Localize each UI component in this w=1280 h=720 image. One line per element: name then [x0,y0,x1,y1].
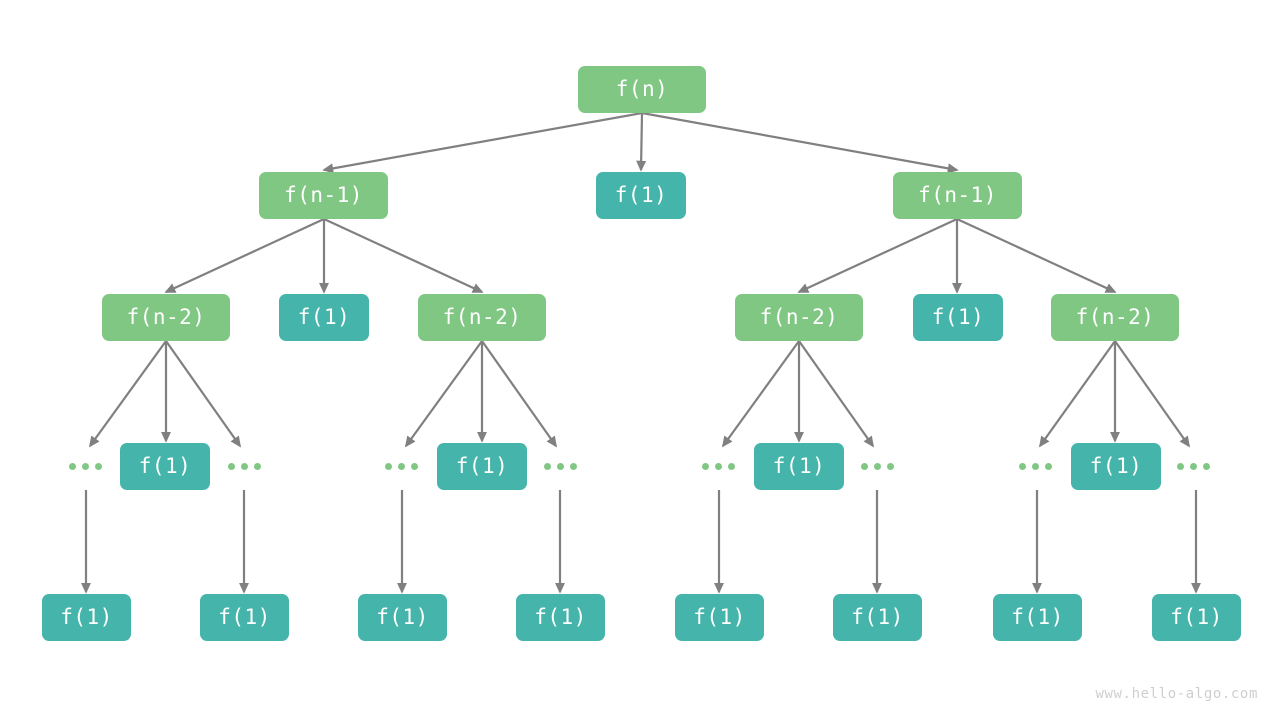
ellipsis-dot [569,462,577,470]
tree-node-n15[interactable]: f(1) [200,594,289,641]
ellipsis-dot [701,462,709,470]
tree-node-label: f(1) [1170,605,1223,629]
tree-node-label: f(1) [376,605,429,629]
tree-edge [164,218,325,293]
tree-node-n8[interactable]: f(1) [913,294,1003,341]
ellipsis-marker-e2: ... [378,456,424,476]
tree-node-label: f(n-1) [284,183,363,207]
tree-node-label: f(n) [615,77,669,101]
tree-node-n7[interactable]: f(n-2) [735,294,863,341]
tree-node-label: f(1) [614,183,668,207]
ellipsis-dot [397,462,405,470]
ellipsis-dot [384,462,392,470]
tree-edge [1114,340,1191,448]
ellipsis-dot [714,462,722,470]
tree-node-n10[interactable]: f(1) [120,443,210,490]
tree-node-label: f(1) [693,605,746,629]
ellipsis-dot [873,462,881,470]
ellipsis-dot [240,462,248,470]
tree-node-n9[interactable]: f(n-2) [1051,294,1179,341]
ellipsis-marker-e1: ... [221,456,267,476]
ellipsis-dot [81,462,89,470]
tree-node-n13[interactable]: f(1) [1071,443,1161,490]
tree-node-n2[interactable]: f(1) [596,172,686,219]
tree-node-label: f(n-1) [918,183,997,207]
ellipsis-dot [1044,462,1052,470]
tree-edge [481,340,558,448]
tree-node-label: f(1) [60,605,113,629]
tree-node-label: f(n-2) [126,305,206,329]
tree-node-label: f(1) [772,454,826,478]
tree-node-label: f(n-2) [1075,305,1155,329]
ellipsis-dot [1189,462,1197,470]
ellipsis-dot [860,462,868,470]
tree-edge [798,340,875,448]
tree-node-label: f(1) [851,605,904,629]
ellipsis-dot [410,462,418,470]
tree-node-label: f(1) [931,305,985,329]
ellipsis-dot [543,462,551,470]
tree-node-n17[interactable]: f(1) [516,594,605,641]
ellipsis-marker-e3: ... [537,456,583,476]
tree-node-n5[interactable]: f(1) [279,294,369,341]
tree-node-label: f(1) [534,605,587,629]
tree-node-label: f(n-2) [442,305,522,329]
ellipsis-marker-e4: ... [695,456,741,476]
tree-node-label: f(1) [138,454,192,478]
watermark: www.hello-algo.com [1095,686,1258,702]
tree-edge [641,111,959,174]
tree-edge [956,218,1117,293]
tree-node-label: f(1) [1089,454,1143,478]
ellipsis-marker-e0: ... [62,456,108,476]
ellipsis-dot [1202,462,1210,470]
tree-node-label: f(1) [1011,605,1064,629]
tree-edge [721,340,800,448]
ellipsis-marker-e6: ... [1012,456,1058,476]
ellipsis-marker-e5: ... [854,456,900,476]
tree-node-n14[interactable]: f(1) [42,594,131,641]
tree-node-n12[interactable]: f(1) [754,443,844,490]
tree-node-label: f(1) [218,605,271,629]
ellipsis-dot [1031,462,1039,470]
tree-node-n6[interactable]: f(n-2) [418,294,546,341]
tree-node-n19[interactable]: f(1) [833,594,922,641]
tree-node-n16[interactable]: f(1) [358,594,447,641]
ellipsis-dot [1018,462,1026,470]
ellipsis-dot [1176,462,1184,470]
tree-edge [322,111,643,174]
tree-node-label: f(1) [455,454,509,478]
ellipsis-dot [727,462,735,470]
tree-node-n0[interactable]: f(n) [578,66,706,113]
tree-node-n1[interactable]: f(n-1) [259,172,388,219]
tree-node-label: f(n-2) [759,305,839,329]
tree-node-n11[interactable]: f(1) [437,443,527,490]
ellipsis-dot [68,462,76,470]
ellipsis-dot [886,462,894,470]
tree-node-n3[interactable]: f(n-1) [893,172,1022,219]
tree-node-n21[interactable]: f(1) [1152,594,1241,641]
tree-edge [797,218,958,293]
tree-edge [323,218,484,293]
tree-edge [404,340,483,448]
ellipsis-dot [227,462,235,470]
tree-node-n4[interactable]: f(n-2) [102,294,230,341]
tree-edge [1038,340,1116,448]
tree-node-n18[interactable]: f(1) [675,594,764,641]
tree-node-n20[interactable]: f(1) [993,594,1082,641]
tree-edge [165,340,242,448]
tree-edge [636,112,647,172]
tree-node-label: f(1) [297,305,351,329]
ellipsis-marker-e7: ... [1170,456,1216,476]
tree-edge [88,340,167,448]
ellipsis-dot [253,462,261,470]
ellipsis-dot [94,462,102,470]
ellipsis-dot [556,462,564,470]
